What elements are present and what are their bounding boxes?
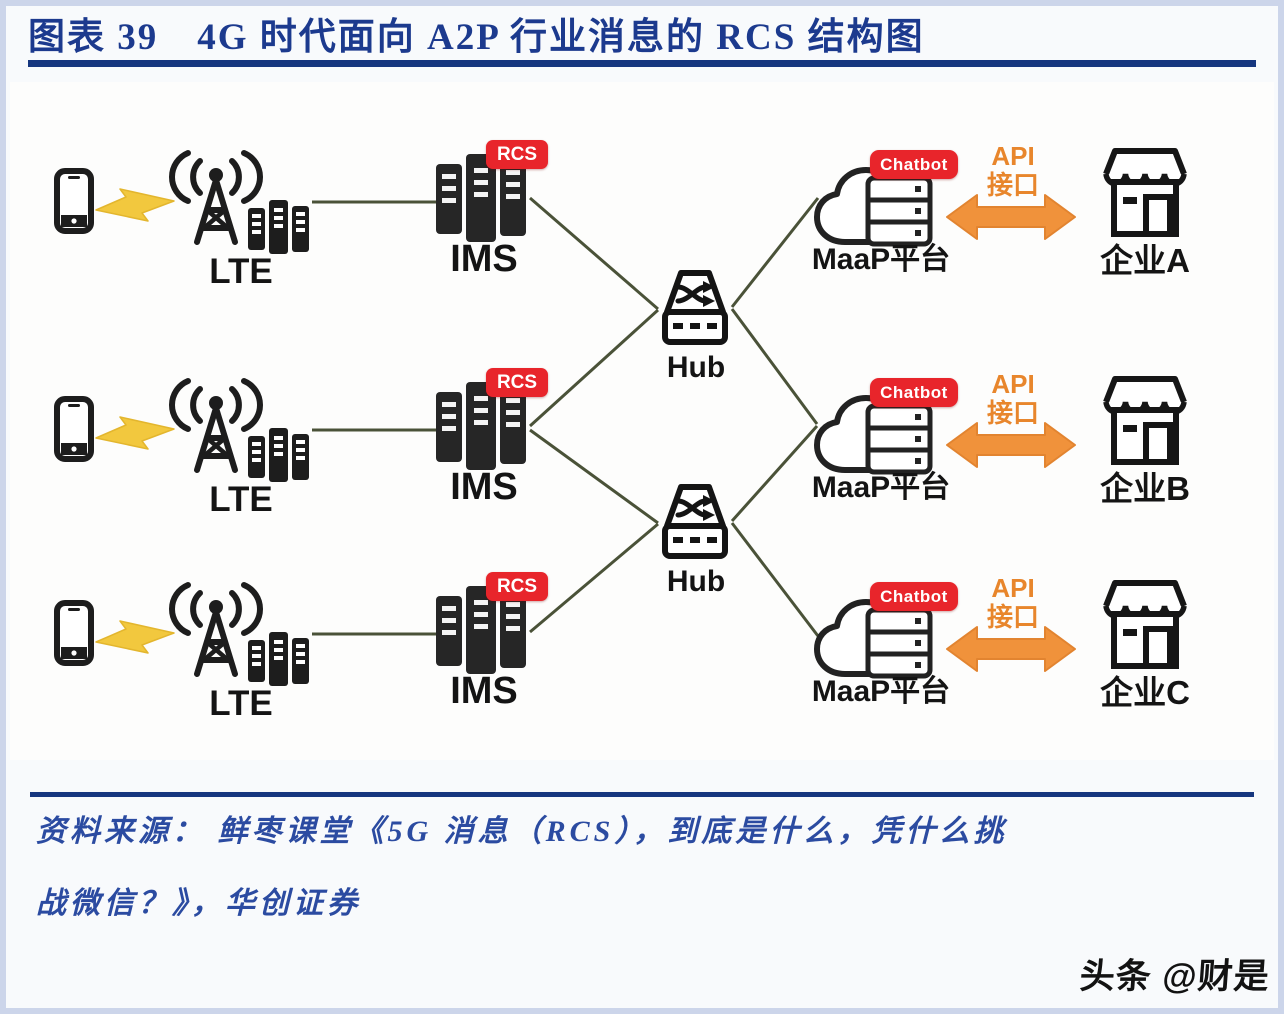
link-hub2-maap2 [730,424,819,523]
link-hub1-maap2 [730,308,819,425]
ims-label: IMS [450,670,518,712]
chatbot-badge: Chatbot [870,150,958,179]
api-double-arrow-icon [946,626,1076,672]
hub2-label: Hub [666,565,726,598]
link-hub2-maap3 [730,522,820,637]
link-ims2-hub1 [528,308,660,428]
title-underline [28,60,1256,67]
maap-platform-label: MaaP平台 [811,471,951,504]
storefront-icon [1106,583,1184,666]
lte-label: LTE [209,480,273,519]
maap-cloud-server-icon [817,170,930,244]
link-ims1-hub1 [529,196,659,311]
chatbot-badge: Chatbot [870,582,958,611]
lte-label: LTE [209,252,273,291]
smartphone-icon [57,171,91,231]
connector-lines [312,196,820,637]
maap-cloud-server-icon [817,398,930,472]
maap-cloud-server-icon [817,602,930,676]
hub1-label: Hub [666,351,726,384]
api-interface-label: API 接口 [974,574,1052,632]
storefront-icon [1106,379,1184,462]
base-station-servers-icon [248,200,309,254]
api-line1: API [991,573,1035,603]
enterprise-a-label: 企业A [1100,242,1190,279]
rcs-badge: RCS [486,368,548,397]
link-ims2-hub2 [529,428,659,525]
rcs-badge: RCS [486,140,548,169]
ims-label: IMS [450,238,518,280]
lightning-bolt-icon [95,416,175,450]
cell-tower-icon [172,381,260,470]
api-line1: API [991,369,1035,399]
hub-switch-icon [665,487,725,556]
ims-label: IMS [450,466,518,508]
lte-label: LTE [209,684,273,723]
base-station-servers-icon [248,428,309,482]
api-double-arrow-icon [946,422,1076,468]
enterprise-c-label: 企业C [1100,674,1190,711]
source-divider [30,792,1254,797]
maap-platform-label: MaaP平台 [811,243,951,276]
hub-switch-icon [665,273,725,342]
cell-tower-icon [172,153,260,242]
storefront-icon [1106,151,1184,234]
api-line2: 接口 [986,398,1039,428]
base-station-servers-icon [248,632,309,686]
cell-tower-icon [172,585,260,674]
enterprise-b-label: 企业B [1100,470,1190,507]
smartphone-icon [57,399,91,459]
lightning-bolt-icon [95,188,175,222]
link-hub1-maap1 [730,197,820,308]
api-line1: API [991,141,1035,171]
api-interface-label: API 接口 [974,142,1052,200]
smartphone-icon [57,603,91,663]
api-line2: 接口 [986,170,1039,200]
lightning-bolt-icon [95,620,175,654]
source-text-line2: 战微信？》，华创证券 [36,887,361,920]
chatbot-badge: Chatbot [870,378,958,407]
api-line2: 接口 [986,602,1039,632]
api-interface-label: API 接口 [974,370,1052,428]
maap-platform-label: MaaP平台 [811,675,951,708]
source-text-line1: 资料来源： 鲜枣课堂《5G 消息（RCS），到底是什么，凭什么挑 [36,815,1008,848]
api-double-arrow-icon [946,194,1076,240]
figure-title: 图表 39 4G 时代面向 A2P 行业消息的 RCS 结构图 [28,17,925,58]
rcs-badge: RCS [486,572,548,601]
link-ims3-hub2 [529,522,659,634]
